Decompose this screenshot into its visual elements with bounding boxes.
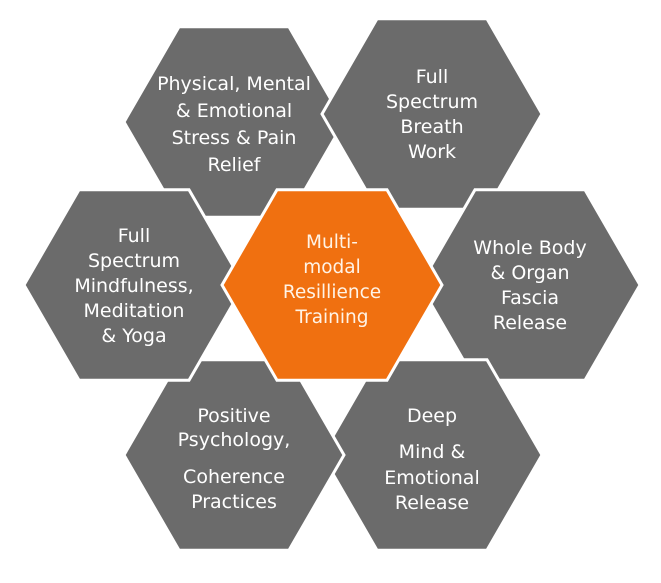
petal-release-label-line: Release (395, 492, 469, 514)
petal-psychology-label-line: Positive (197, 405, 270, 427)
petal-fascia-hexagon (418, 188, 642, 382)
petal-breath-label-line: Breath (400, 116, 463, 138)
petal-mindfulness-label-line: Meditation (84, 300, 185, 322)
petal-psychology-hexagon (122, 358, 346, 552)
petal-stress-label-line: Physical, Mental (157, 73, 311, 95)
petal-stress-label-line: Stress & Pain (172, 127, 297, 149)
petal-release-label-line: Emotional (384, 467, 479, 489)
petal-fascia-label-line: & Organ (490, 262, 569, 284)
center-label-line: modal (303, 257, 361, 278)
petal-breath-label-line: Spectrum (386, 91, 478, 113)
center-label-line: Training (295, 307, 369, 328)
petal-breath-label-line: Work (408, 141, 456, 163)
center-label-line: Resillience (283, 282, 381, 303)
petal-psychology-label-line: Psychology, (178, 429, 291, 451)
petal-stress-label-line: Relief (208, 154, 262, 176)
petal-psychology-label-line: Coherence (183, 466, 285, 488)
petal-breath-label-line: Full (416, 66, 449, 88)
petal-mindfulness-hexagon (22, 188, 246, 382)
petal-mindfulness-label-line: Mindfulness, (74, 275, 193, 297)
center-label-line: Multi- (306, 232, 358, 253)
petal-mindfulness-label-line: Spectrum (88, 250, 180, 272)
petal-fascia-label-line: Release (493, 312, 567, 334)
petal-psychology-label-line: Practices (191, 491, 277, 513)
petal-stress-label-line: & Emotional (176, 100, 292, 122)
hexagon-layer (22, 17, 642, 552)
petal-mindfulness-label-line: & Yoga (101, 325, 166, 347)
petal-breath-hexagon (320, 17, 544, 211)
petal-release-label-line: Mind & (399, 441, 466, 463)
petal-fascia-label-line: Fascia (501, 287, 559, 309)
petal-release-label-line: Deep (407, 405, 457, 427)
petal-mindfulness-label-line: Full (118, 225, 151, 247)
center-hexagon (220, 188, 444, 382)
petal-fascia-label-line: Whole Body (473, 237, 586, 259)
